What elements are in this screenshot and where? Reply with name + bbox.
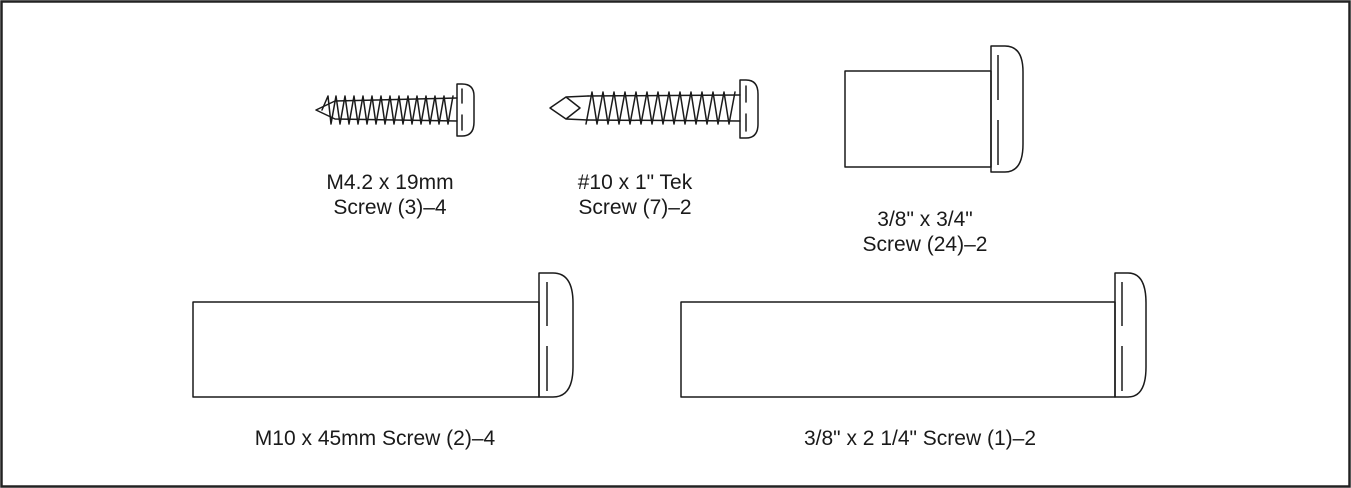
label-tek-screw: #10 x 1" Tek Screw (7)–2 [545, 170, 725, 220]
pan-head-icon [538, 272, 574, 398]
screw-m42-drawing [315, 83, 475, 137]
screw-tek-drawing [549, 79, 759, 139]
screw-m42-threads [321, 95, 454, 125]
pan-head-icon [990, 45, 1024, 173]
pan-head-icon [1114, 272, 1147, 398]
label-m10-screw: M10 x 45mm Screw (2)–4 [195, 426, 555, 451]
label-tek-line2: Screw (7)–2 [578, 196, 692, 219]
label-38x34-line1: 3/8" x 3/4" [877, 208, 973, 231]
screw-38x214-drawing [680, 272, 1147, 398]
screw-38x34-drawing [844, 45, 1024, 173]
pan-head-icon [456, 83, 475, 137]
label-38x214-screw: 3/8" x 2 1/4" Screw (1)–2 [740, 426, 1100, 451]
label-m42-line2: Screw (3)–4 [333, 196, 447, 219]
screw-tek-threads [585, 91, 736, 125]
label-38x34-line2: Screw (24)–2 [862, 233, 988, 256]
label-38x34-screw: 3/8" x 3/4" Screw (24)–2 [825, 207, 1025, 257]
label-m10-line1: M10 x 45mm Screw (2)–4 [254, 427, 496, 450]
label-tek-line1: #10 x 1" Tek [577, 171, 693, 194]
pan-head-icon [739, 79, 759, 139]
screw-tek-drill-tip [549, 95, 589, 121]
label-38x214-line1: 3/8" x 2 1/4" Screw (1)–2 [803, 427, 1036, 450]
label-m42-line1: M4.2 x 19mm [326, 171, 454, 194]
screw-m10-drawing [192, 272, 574, 398]
label-m42-screw: M4.2 x 19mm Screw (3)–4 [290, 170, 490, 220]
